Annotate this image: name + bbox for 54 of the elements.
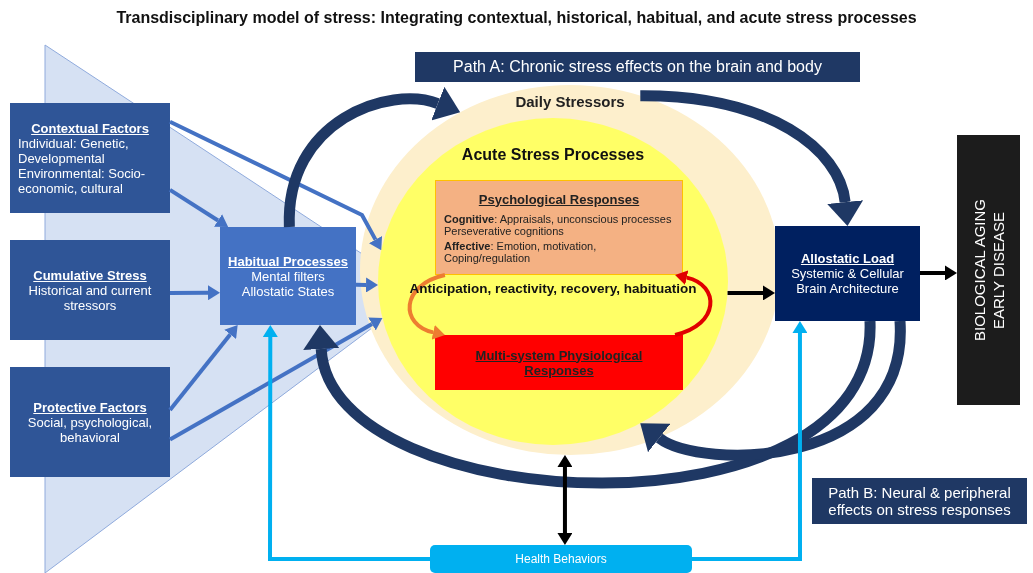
box-text: Social, psychological, behavioral — [26, 414, 154, 445]
box-text: Systemic & Cellular — [791, 266, 904, 281]
arrow — [692, 321, 808, 561]
circle-heading: Daily Stressors — [515, 93, 625, 110]
response-box — [435, 180, 683, 275]
banner-text: Path A: Chronic stress effects on the brain and body — [453, 58, 822, 76]
box-text: Individual: Genetic, Developmental — [18, 135, 130, 166]
box-text: Allostatic States — [241, 283, 335, 299]
box-heading: Protective Factors — [33, 399, 147, 415]
box-text: Mental filters — [251, 268, 325, 284]
arrow — [262, 325, 430, 561]
path-banner — [812, 478, 1027, 524]
box-heading: Contextual Factors — [31, 120, 149, 136]
factor-box — [10, 103, 170, 213]
acute-stress-circle — [378, 118, 728, 445]
box-text: Cognitive: Appraisals, unconscious processes Perseverative cognitions — [444, 212, 673, 237]
box-heading: Cumulative Stress — [33, 267, 147, 283]
banner-text: Health Behaviors — [515, 552, 607, 566]
arrow — [674, 270, 713, 337]
arrow — [355, 277, 379, 293]
box-heading: Multi-system Physiological Responses — [474, 347, 644, 378]
arrow — [168, 325, 238, 412]
process-text: Anticipation, reactivity, recovery, habituation — [408, 281, 698, 296]
diagram-title: Transdisciplinary model of stress: Integrating contextual, historical, habitual, and acute stress processes — [115, 9, 918, 27]
arrow — [169, 317, 383, 442]
curved-arrow — [283, 86, 461, 228]
arrow — [168, 188, 229, 227]
arrow — [920, 265, 957, 281]
arrow — [169, 119, 383, 251]
box-text: Environmental: Socio-economic, cultural — [18, 165, 147, 196]
allostatic-load-box — [775, 226, 920, 321]
circle-heading: Acute Stress Processes — [461, 146, 645, 164]
outcome-label: BIOLOGICAL AGING — [970, 199, 988, 341]
box-heading: Habitual Processes — [228, 253, 348, 269]
arrow — [407, 273, 446, 340]
path-banner — [415, 52, 860, 82]
box-heading: Allostatic Load — [800, 251, 895, 266]
factor-box — [10, 240, 170, 340]
box-text: Brain Architecture — [796, 281, 899, 296]
box-text: Affective: Emotion, motivation, Coping/regulation — [444, 239, 598, 264]
process-box — [220, 227, 356, 325]
curved-arrow — [304, 320, 876, 489]
outcome-label: EARLY DISEASE — [989, 211, 1007, 329]
health-behaviors-box — [430, 545, 692, 573]
box-text: Historical and current stressors — [27, 282, 153, 313]
response-box — [435, 335, 683, 390]
banner-text: Path B: Neural & peripheral effects on stress responses — [827, 484, 1012, 518]
arrow — [557, 454, 573, 545]
arrow — [727, 285, 775, 301]
outcome-bar — [957, 135, 1020, 405]
curved-arrow — [638, 320, 906, 461]
box-heading: Psychological Responses — [478, 191, 640, 207]
arrow — [170, 285, 220, 301]
factor-box — [10, 367, 170, 477]
